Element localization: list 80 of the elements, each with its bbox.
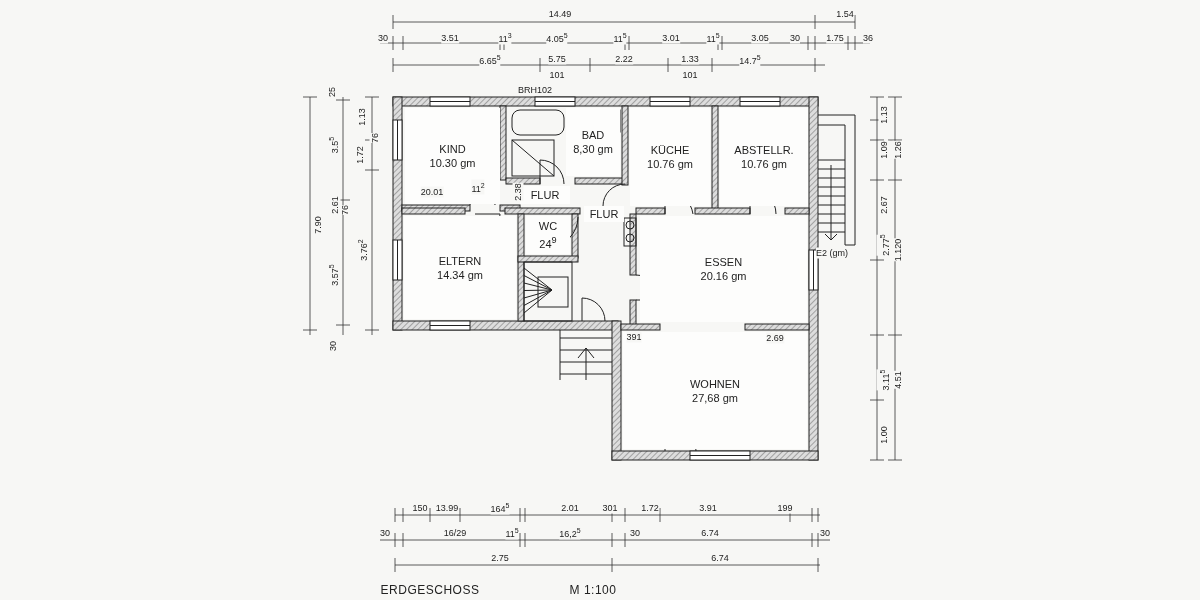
room <box>720 108 808 206</box>
dimension-text: 1.33 <box>681 53 699 65</box>
room-name: KIND <box>439 142 466 156</box>
dimension-text: 2.22 <box>615 53 633 65</box>
scale-note: M 1:100 <box>569 584 617 596</box>
dimension-text: 16/29 <box>443 527 467 539</box>
room-area: 10.30 gm <box>429 156 476 170</box>
dimension-text: 6.74 <box>701 527 719 539</box>
dimension-text: 20.01 <box>420 186 444 198</box>
room <box>520 186 570 204</box>
room-area: 8,30 gm <box>573 142 613 156</box>
dimension-text: 30 <box>327 341 339 351</box>
dimension-text: 30 <box>380 527 390 539</box>
dimension-text: 1.54 <box>836 8 854 20</box>
dimension-text: 5.75 <box>548 53 566 65</box>
room <box>566 108 620 176</box>
dimension-text: 4.51 <box>892 371 904 389</box>
room-name: ABSTELLR. <box>734 143 794 157</box>
dimension-text: 2.01 <box>561 502 579 514</box>
dimension-text: 7.90 <box>312 216 324 234</box>
dimension-text: 2.67 <box>878 196 890 214</box>
room-area: 20.16 gm <box>700 269 747 283</box>
room-name: FLUR <box>530 188 560 202</box>
dimension-text: 150 <box>412 502 428 514</box>
dimension-text: 2.69 <box>766 332 784 344</box>
dimension-text: 301 <box>602 502 618 514</box>
dimension-text: 13.99 <box>435 502 459 514</box>
dimension-text: 30 <box>790 32 800 44</box>
dimension-text: 391 <box>626 331 642 343</box>
dimension-text: 1.26 <box>892 141 904 159</box>
room <box>630 108 710 206</box>
dimension-text: E2 (gm) <box>816 247 848 259</box>
dimension-text: 1.09 <box>878 141 890 159</box>
dimension-text: 30 <box>378 32 388 44</box>
room-name: ESSEN <box>704 255 743 269</box>
dimension-text: 3.01 <box>662 32 680 44</box>
dimension-text: 25 <box>326 87 338 97</box>
dimension-text: 1.120 <box>892 238 904 262</box>
dimension-text: 3.51 <box>441 32 459 44</box>
room-area: 10.76 gm <box>741 157 787 171</box>
dimension-text: 1.13 <box>878 106 890 124</box>
dimension-text: 6.74 <box>711 552 729 564</box>
dimension-text: 76 <box>369 133 381 143</box>
dimension-text: 76 <box>339 205 351 215</box>
dimension-text: 30 <box>820 527 830 539</box>
room-name: FLUR <box>589 207 619 221</box>
room <box>623 332 807 449</box>
room-area: 27,68 gm <box>692 390 738 405</box>
dimension-text: 1.72 <box>354 146 366 164</box>
dimension-text: 101 <box>682 69 698 81</box>
room-area: 14.34 gm <box>437 267 483 282</box>
dimension-text: 199 <box>777 502 793 514</box>
floor-title: ERDGESCHOSS <box>380 584 480 596</box>
dimension-text: 14.49 <box>548 8 572 20</box>
dimension-text: 30 <box>630 527 640 539</box>
room-area: 10.76 gm <box>647 157 693 171</box>
dimension-text: 1.72 <box>641 502 659 514</box>
room <box>404 216 516 319</box>
room <box>526 216 570 254</box>
dimension-text: 3.91 <box>699 502 717 514</box>
room-area: 24$^{9}$ <box>539 233 557 251</box>
dimension-text: 101 <box>549 69 565 81</box>
room-name: ELTERN <box>438 253 482 268</box>
dimension-text: BRH102 <box>518 84 552 96</box>
dimension-text: 1.00 <box>878 426 890 444</box>
dimension-text: 1.75 <box>826 32 844 44</box>
room-name: WC <box>538 219 558 234</box>
room <box>405 108 500 204</box>
dimension-text: 1.13 <box>356 108 368 126</box>
room-name: KÜCHE <box>650 143 690 157</box>
room <box>584 206 624 222</box>
dimension-text: 2.75 <box>491 552 509 564</box>
room-name: BAD <box>581 128 605 142</box>
room-name: WOHNEN <box>689 376 741 391</box>
room <box>640 216 807 322</box>
dimension-text: 3.05 <box>751 32 769 44</box>
dimension-text: 11$^{2}$ <box>471 179 485 195</box>
dimension-text: 2.61 <box>329 196 341 214</box>
dimension-text: 36 <box>863 32 873 44</box>
dimension-text: 2.38 <box>512 183 524 201</box>
